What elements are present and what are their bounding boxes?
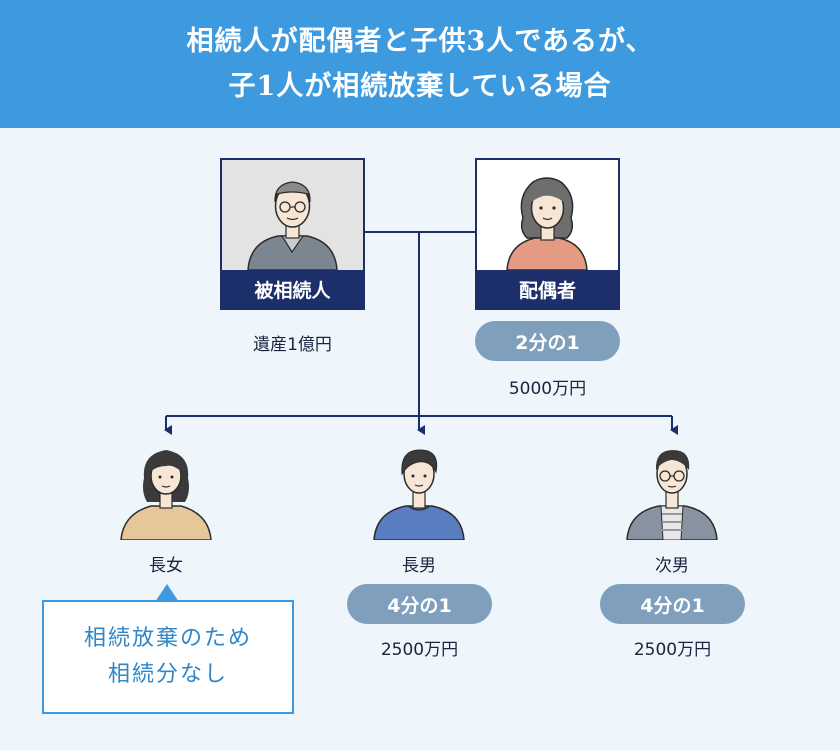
note-pointer-icon — [155, 584, 179, 602]
child-eldest-son-label: 長男 — [402, 556, 436, 576]
spouse-label: 配偶者 — [477, 270, 618, 308]
child-eldest-son-amount: 2500万円 — [380, 640, 459, 660]
spouse-card: 配偶者 — [475, 158, 620, 310]
child-second-son-amount: 2500万円 — [633, 640, 712, 660]
man-with-glasses-icon — [626, 450, 718, 540]
child-second-son-label: 次男 — [655, 556, 689, 576]
renunciation-note: 相続放棄のため 相続分なし — [42, 600, 294, 714]
young-woman-icon — [120, 450, 212, 540]
title-line-2: 子1人が相続放棄している場合 — [228, 71, 612, 102]
decedent-estate: 遺産1億円 — [253, 335, 332, 355]
decedent-label: 被相続人 — [222, 270, 363, 308]
title-line-1: 相続人が配偶者と子供3人であるが、 — [186, 26, 654, 57]
elderly-man-icon — [222, 160, 363, 270]
child-eldest-daughter-label: 長女 — [149, 556, 183, 576]
decedent-card: 被相続人 — [220, 158, 365, 310]
spouse-share-badge: 2分の1 — [475, 321, 620, 361]
child-second-son-share-badge: 4分の1 — [600, 584, 745, 624]
note-line-2: 相続分なし — [107, 662, 228, 687]
title-banner: 相続人が配偶者と子供3人であるが、 子1人が相続放棄している場合 — [0, 0, 840, 128]
child-eldest-son-share-badge: 4分の1 — [347, 584, 492, 624]
woman-icon — [477, 160, 618, 270]
note-line-1: 相続放棄のため — [83, 626, 252, 651]
young-man-icon — [373, 449, 465, 540]
spouse-amount: 5000万円 — [508, 379, 587, 399]
